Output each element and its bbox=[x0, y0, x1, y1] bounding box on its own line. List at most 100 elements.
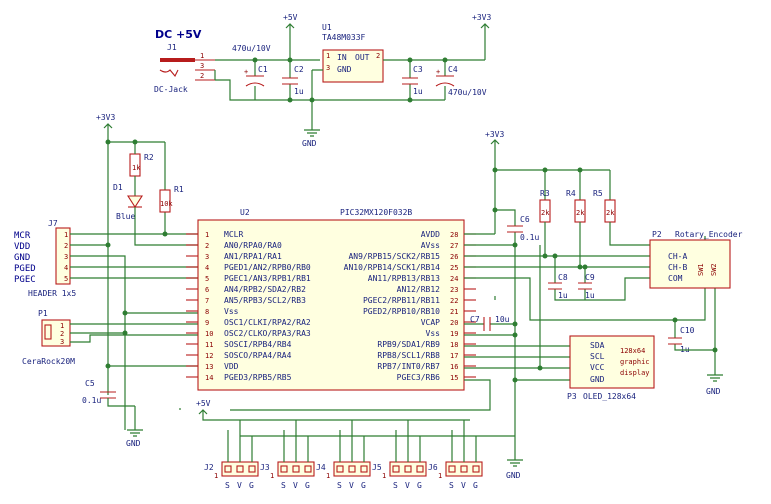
u2-right-pin-num: 25 bbox=[450, 264, 458, 272]
u2-right-pin-num: 18 bbox=[450, 341, 458, 349]
gnd-label-c5: GND bbox=[126, 439, 141, 448]
c6-value: 0.1u bbox=[520, 233, 539, 242]
p3-ref: P3 bbox=[567, 392, 577, 401]
servo-pin-label: S bbox=[225, 481, 230, 490]
r5-value: 2k bbox=[606, 209, 615, 217]
j7-sig-mcr: MCR bbox=[14, 231, 31, 241]
c4-ref: C4 bbox=[448, 65, 458, 74]
gnd-label-bottom: GND bbox=[506, 471, 521, 480]
svg-text:4: 4 bbox=[64, 264, 68, 272]
c7-value: 10u bbox=[495, 315, 510, 324]
r2-ref: R2 bbox=[144, 153, 154, 162]
u2-left-pin-name: PGED1/AN2/RPB0/RB0 bbox=[224, 263, 311, 272]
oled-p3: SDA SCL VCC GND 128x64 graphic display P… bbox=[567, 335, 655, 401]
u2-left-pin-name: AN1/RPA1/RA1 bbox=[224, 252, 282, 261]
resonator-p1: P1 1 2 3 CeraRock20M bbox=[22, 309, 198, 430]
u2-left-pin-num: 14 bbox=[205, 374, 213, 382]
servo-header-body bbox=[221, 461, 259, 477]
j1-pin1: 1 bbox=[200, 52, 204, 60]
c2-value: 1u bbox=[294, 87, 304, 96]
u2-right-pin-name: AN12/RB12 bbox=[397, 285, 441, 294]
u2-left-pin-name: MCLR bbox=[224, 230, 243, 239]
j1-ref: J1 bbox=[167, 43, 177, 52]
u2-name: PIC32MX120F032B bbox=[340, 208, 412, 217]
servo-pin-label: S bbox=[393, 481, 398, 490]
u2-right-pin-num: 24 bbox=[450, 275, 458, 283]
dc-jack-spring bbox=[159, 69, 179, 77]
svg-text:1: 1 bbox=[60, 322, 64, 330]
r5-ref: R5 bbox=[593, 189, 603, 198]
u2-left-pin-name: VDD bbox=[224, 362, 239, 371]
c2-ref: C2 bbox=[294, 65, 304, 74]
c3-ref: C3 bbox=[413, 65, 423, 74]
servo-pin-label: G bbox=[305, 481, 310, 490]
p3-pin-gnd: GND bbox=[590, 375, 605, 384]
u1-pin-in-num: 1 bbox=[326, 52, 330, 60]
servo-pin-label: G bbox=[249, 481, 254, 490]
servo-header-ref: J5 bbox=[372, 463, 382, 472]
u2-left-pin-num: 1 bbox=[205, 231, 209, 239]
p2-body bbox=[649, 239, 731, 289]
u1-pin-gnd-num: 3 bbox=[326, 64, 330, 72]
u2-right-pin-name: PGEC3/RB6 bbox=[397, 373, 441, 382]
u1-pin-gnd: GND bbox=[337, 65, 352, 74]
u1-pin-out: OUT bbox=[355, 53, 370, 62]
c5-value: 0.1u bbox=[82, 396, 101, 405]
c5-cap: C5 0.1u GND bbox=[82, 363, 198, 448]
svg-text:2: 2 bbox=[64, 242, 68, 250]
j7-name: HEADER 1x5 bbox=[28, 289, 76, 298]
j7-sig-pgec: PGEC bbox=[14, 275, 36, 285]
u2-left-pin-name: OSC2/CLKO/RPA3/RA3 bbox=[224, 329, 311, 338]
u2-right-pin-name: RPB7/INT0/RB7 bbox=[377, 362, 440, 371]
u2-left-pin-num: 3 bbox=[205, 253, 209, 261]
gnd-label-right: GND bbox=[706, 387, 721, 396]
c1-value: 470u/10V bbox=[232, 44, 271, 53]
servo-header-body bbox=[333, 461, 371, 477]
plus5v-label-top: +5V bbox=[283, 13, 298, 22]
gnd-label-u1: GND bbox=[302, 139, 317, 148]
servo-pin-label: G bbox=[361, 481, 366, 490]
u1-pin-out-num: 2 bbox=[376, 52, 380, 60]
j7-sig-vdd: VDD bbox=[14, 242, 30, 252]
u2-body bbox=[197, 219, 465, 391]
u1-regulator-body bbox=[322, 49, 384, 83]
servo-header-ref: J6 bbox=[428, 463, 438, 472]
servo-header-pin1: 1 bbox=[214, 472, 218, 480]
u2-left-pin-num: 6 bbox=[205, 286, 209, 294]
servo-header-ref: J4 bbox=[316, 463, 326, 472]
u2-right-pin-num: 26 bbox=[450, 253, 458, 261]
c1-symbol bbox=[245, 75, 265, 87]
c1-ref: C1 bbox=[258, 65, 268, 74]
u1-pin-in: IN bbox=[337, 53, 347, 62]
c8-ref: C8 bbox=[558, 273, 568, 282]
p1-name: CeraRock20M bbox=[22, 357, 75, 366]
servo-header-body bbox=[389, 461, 427, 477]
u2-right-pin-num: 22 bbox=[450, 297, 458, 305]
u2-right-pin-num: 15 bbox=[450, 374, 458, 382]
u2-right-pin-name: RPB8/SCL1/RB8 bbox=[377, 351, 440, 360]
u2-right-pin-name: VCAP bbox=[421, 318, 440, 327]
r1-symbol bbox=[159, 189, 171, 213]
c10-ref: C10 bbox=[680, 326, 695, 335]
servo-header-body bbox=[277, 461, 315, 477]
u2-right-pin-num: 20 bbox=[450, 319, 458, 327]
u2-right-pin-name: RPB9/SDA1/RB9 bbox=[377, 340, 440, 349]
p3-pin-scl: SCL bbox=[590, 352, 605, 361]
p2-pin-com: COM bbox=[668, 274, 683, 283]
mcu-right-nets: +3V3 C6 0.1u GND R3 R4 R5 2k 2k 2k bbox=[464, 130, 723, 480]
u2-left-pin-name: PGEC1/AN3/RPB1/RB1 bbox=[224, 274, 311, 283]
u2-right-pin-num: 21 bbox=[450, 308, 458, 316]
c6-ref: C6 bbox=[520, 215, 530, 224]
p2-sw2: SW2 bbox=[710, 263, 718, 276]
u2-right-pin-name: AVDD bbox=[421, 230, 440, 239]
u2-right-pin-num: 19 bbox=[450, 330, 458, 338]
p3-label-1: 128x64 bbox=[620, 347, 645, 355]
p2-sw1: SW1 bbox=[697, 263, 705, 276]
servo-header-ref: J3 bbox=[260, 463, 270, 472]
power-input-section: DC +5V J1 DC-Jack 1 3 2 +5V 470u/10V C1 … bbox=[154, 13, 491, 148]
plus3v3-label-mid: +3V3 bbox=[485, 130, 504, 139]
c3-value: 1u bbox=[413, 87, 423, 96]
u2-left-pin-num: 11 bbox=[205, 341, 213, 349]
